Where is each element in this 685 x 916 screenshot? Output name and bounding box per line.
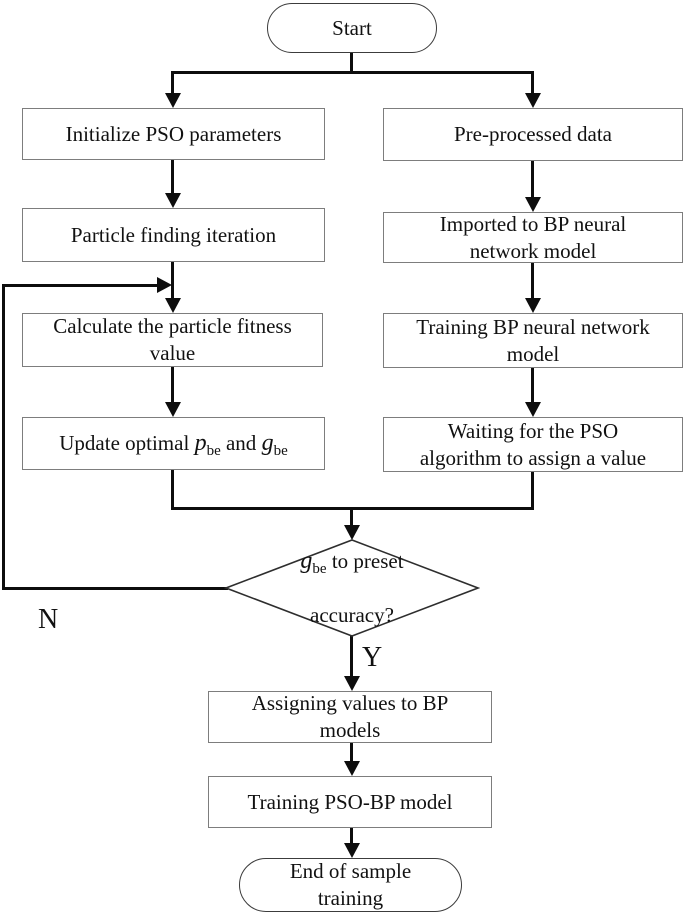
- edge-merge-to-decision: [350, 507, 353, 527]
- arrowhead-feedback-icon: [157, 277, 172, 293]
- node-assigning-values: Assigning values to BP models: [208, 691, 492, 743]
- edge-wait-to-merge: [531, 471, 534, 510]
- node-update-optimal: Update optimal pbe and gbe: [22, 417, 325, 470]
- node-waiting-pso: Waiting for the PSO algorithm to assign …: [383, 417, 683, 472]
- edge-split-left: [171, 71, 174, 95]
- decision-var-g: g: [300, 547, 313, 574]
- node-start-label: Start: [332, 15, 372, 40]
- arrowhead-into-waiting-icon: [525, 402, 541, 417]
- decision-line1-text: to preset: [326, 548, 404, 573]
- node-initialize-pso: Initialize PSO parameters: [22, 108, 325, 160]
- edge-assign-to-train: [350, 742, 353, 763]
- node-initialize-pso-label: Initialize PSO parameters: [65, 121, 282, 146]
- edge-pre-to-import: [531, 160, 534, 199]
- node-end-label: End of sample training: [289, 859, 412, 910]
- arrowhead-into-trainbp-icon: [525, 298, 541, 313]
- arrowhead-into-iteration-icon: [165, 193, 181, 208]
- decision-var-g-sub: be: [312, 560, 327, 577]
- node-particle-iteration: Particle finding iteration: [22, 208, 325, 262]
- node-imported-bp-label: Imported to BP neural network model: [439, 211, 627, 263]
- arrowhead-into-preprocessed-icon: [525, 93, 541, 108]
- edge-train-to-wait: [531, 367, 534, 404]
- node-training-bp: Training BP neural network model: [383, 313, 683, 368]
- update-optimal-var-p: p: [194, 430, 207, 456]
- edge-start-stem: [350, 52, 353, 73]
- edge-label-yes: Y: [362, 642, 383, 673]
- decision-diamond-shape: [224, 539, 480, 637]
- arrowhead-into-init-icon: [165, 93, 181, 108]
- arrowhead-into-assigning-icon: [344, 676, 360, 691]
- node-start: Start: [267, 3, 437, 53]
- arrowhead-into-decision-icon: [344, 525, 360, 540]
- arrowhead-into-calc-icon: [165, 298, 181, 313]
- node-end: End of sample training: [239, 858, 462, 912]
- edge-iter-to-calc: [171, 261, 174, 300]
- node-imported-bp: Imported to BP neural network model: [383, 212, 683, 263]
- node-preprocessed-data-label: Pre-processed data: [453, 122, 612, 146]
- edge-train-to-end: [350, 827, 353, 845]
- edge-split-right: [531, 71, 534, 95]
- edge-label-no: N: [38, 604, 59, 635]
- update-optimal-and: and: [220, 431, 262, 455]
- arrowhead-into-end-icon: [344, 843, 360, 858]
- edge-update-to-merge: [171, 469, 174, 510]
- node-decision-label: gbe to preset accuracy?: [300, 521, 403, 656]
- edge-no-top: [2, 284, 158, 287]
- edge-split-bar: [171, 71, 534, 74]
- node-calc-fitness: Calculate the particle fitness value: [22, 313, 323, 367]
- edge-import-to-train: [531, 262, 534, 300]
- edge-init-to-iter: [171, 159, 174, 195]
- node-waiting-pso-label: Waiting for the PSO algorithm to assign …: [419, 418, 647, 470]
- node-training-psobp: Training PSO-BP model: [208, 776, 492, 828]
- update-optimal-prefix: Update optimal: [59, 431, 195, 455]
- edge-no-bottom: [2, 587, 228, 590]
- update-optimal-var-g-sub: be: [273, 443, 288, 459]
- edge-no-vertical: [2, 285, 5, 590]
- node-decision: gbe to preset accuracy?: [250, 549, 454, 627]
- arrowhead-into-imported-icon: [525, 197, 541, 212]
- node-training-psobp-label: Training PSO-BP model: [247, 789, 453, 814]
- node-training-bp-label: Training BP neural network model: [416, 314, 650, 366]
- arrowhead-into-update-icon: [165, 402, 181, 417]
- edge-decision-yes: [350, 636, 353, 678]
- edge-calc-to-update: [171, 366, 174, 404]
- decision-line2-text: accuracy?: [310, 602, 394, 627]
- update-optimal-var-g: g: [261, 430, 274, 456]
- update-optimal-var-p-sub: be: [206, 443, 221, 459]
- node-preprocessed-data: Pre-processed data: [383, 108, 683, 161]
- node-update-optimal-label: Update optimal pbe and gbe: [59, 430, 288, 459]
- node-particle-iteration-label: Particle finding iteration: [70, 222, 277, 247]
- arrowhead-into-trainpsobp-icon: [344, 761, 360, 776]
- node-calc-fitness-label: Calculate the particle fitness value: [53, 314, 292, 365]
- node-assigning-values-label: Assigning values to BP models: [251, 691, 449, 742]
